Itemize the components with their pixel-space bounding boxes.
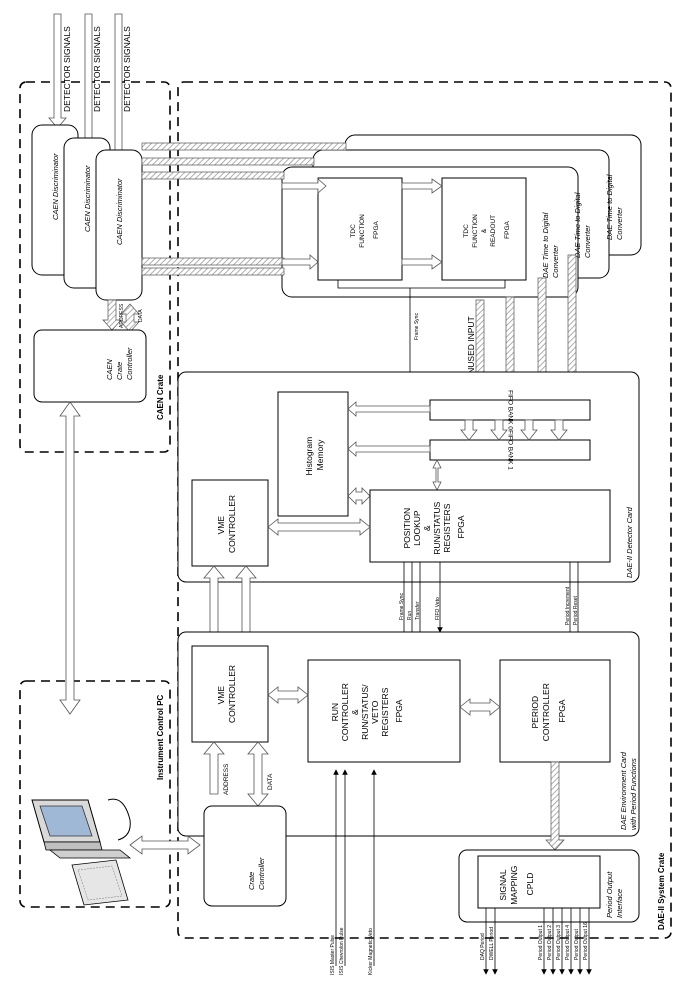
detector-signals-label: DETECTOR SIGNALS [92,26,102,112]
crate-controller [203,805,287,907]
caen-discriminator [95,149,143,301]
vme-to-run-arrow [267,686,309,704]
vme-controller-env-label: VME CONTROLLER [216,665,237,723]
address-bus-arrow [203,741,225,795]
period-output-4-label: Period Output 4 [565,925,571,960]
caen-crate-enclosure [19,81,171,453]
detector-card-label: DAE-II Detector Card [625,506,634,578]
vme-controller-detector-label: VME CONTROLLER [216,495,237,553]
address-label: ADDRESS [119,303,125,328]
caen-crate-controller [33,329,147,403]
detector-card-signal-lines [403,562,579,633]
detector-signals-label: DETECTOR SIGNALS [62,26,72,112]
frame-sync-label: Frame Sync [414,313,420,340]
vme-controller-detector [191,479,269,567]
period-reset-label: Period Reset [573,595,579,625]
period-controller-fpga [499,659,611,763]
period-output-1-label: Period Output 1 [538,925,544,960]
signal-mapping-cpld [477,855,601,909]
unused-input-label: UNUSED INPUT [466,316,476,380]
signal-mapping-cpld-label: SIGNAL MAPPING CPLD [498,863,535,905]
fifo-bank-1-label: FIFO BANK 1 [506,430,513,470]
tdc-function-fpga [317,177,403,281]
tdc-converter-label: DAE Time to Digital Converter [541,211,560,278]
output-signal-lines [483,908,592,975]
tdc-converter-label: DAE Time to Digital Converter [605,173,624,240]
data-label: DATA [138,309,144,322]
crate-controller-label: Crate Controller [247,857,266,890]
caen-discriminator-label: CAEN Discriminator [51,153,60,220]
tdc-function-fpga-label: TDC FUNCTION FPGA [350,212,380,247]
fifo-interbank-arrows [460,419,568,441]
detector-signals-label: DETECTOR SIGNALS [122,26,132,112]
histogram-memory [277,391,349,517]
fifo-bank-0-label: FIFO BANK 0 [506,390,513,430]
period-to-mapping-bus [545,761,565,851]
tdc-internal-arrows [281,178,443,270]
period-increment-label: Period Increment [565,586,571,625]
period-output-label: Period Output [574,929,580,960]
tdc-readout-fpga-label: TDC FUNCTION & READOUT FPGA [463,212,511,247]
caen-discriminator-label: CAEN Discriminator [115,178,124,245]
frame-sync-signal-label: Frame Sync [399,593,405,620]
run-controller-fpga [307,659,461,763]
vme-to-position-arrow [267,518,371,536]
address-label: ADDRESS [223,763,230,795]
run-controller-fpga-label: RUN CONTROLLER & RUN/STATUS/ VETO REGIST… [330,681,404,741]
isis-chevrolon-pulse-label: ISIS Chevrolon Pulse [339,927,345,975]
position-lookup-fpga-label: POSITION LOOKUP & RUN/STATUS REGISTERS F… [402,499,466,554]
data-label: DATA [267,773,274,790]
kicker-magnetic-veto-label: Kicker Magnetic Veto [368,928,374,975]
daq-period-label: DAQ Period [480,933,486,960]
period-controller-fpga-label: PERIOD CONTROLLER FPGA [530,681,567,741]
frame-sync-line [337,280,506,289]
period-output-interface-label: Period Output Interface [605,870,624,918]
dae-system-crate-label: DAE-II System Crate [657,852,666,930]
histogram-memory-label: Histogram Memory [304,434,325,475]
tdc-readout-fpga [441,177,527,281]
environment-card-label: DAE Environment Card with Period Functio… [619,750,638,830]
computer-icon [31,798,132,906]
transfer-signal-label: Transfer [415,601,421,620]
tdc-converter-label: DAE Time to Digital Converter [573,191,592,258]
period-output-16-label: Period Output 16 [583,922,589,960]
dwell-period-label: DWELL Period [489,927,495,960]
instrument-pc-label: Instrument Control PC [156,694,165,780]
vme-controller-env [191,645,269,743]
caen-discriminator-label: CAEN Discriminator [83,165,92,232]
instrument-pc-enclosure [19,680,171,908]
vme-bus-arrow [59,401,81,715]
fifo-veto-signal-label: FIFO Veto [435,597,441,620]
caen-crate-label: CAEN Crate [156,374,165,420]
period-output-2-label: Period Output 2 [547,925,553,960]
period-output-3-label: Period Output 3 [556,925,562,960]
run-to-period-arrow [459,698,501,716]
input-signal-lines [333,769,377,966]
isis-master-pulse-label: ISIS Master Pulse [330,935,336,975]
address-bus-arrow [102,299,122,331]
run-signal-label: Run [407,611,413,620]
discriminator-to-tdc-buses [141,142,347,276]
position-lookup-fpga [369,489,611,563]
pc-to-crate-bus [129,835,201,855]
caen-crate-controller-label: CAEN Crate Controller [105,347,134,380]
